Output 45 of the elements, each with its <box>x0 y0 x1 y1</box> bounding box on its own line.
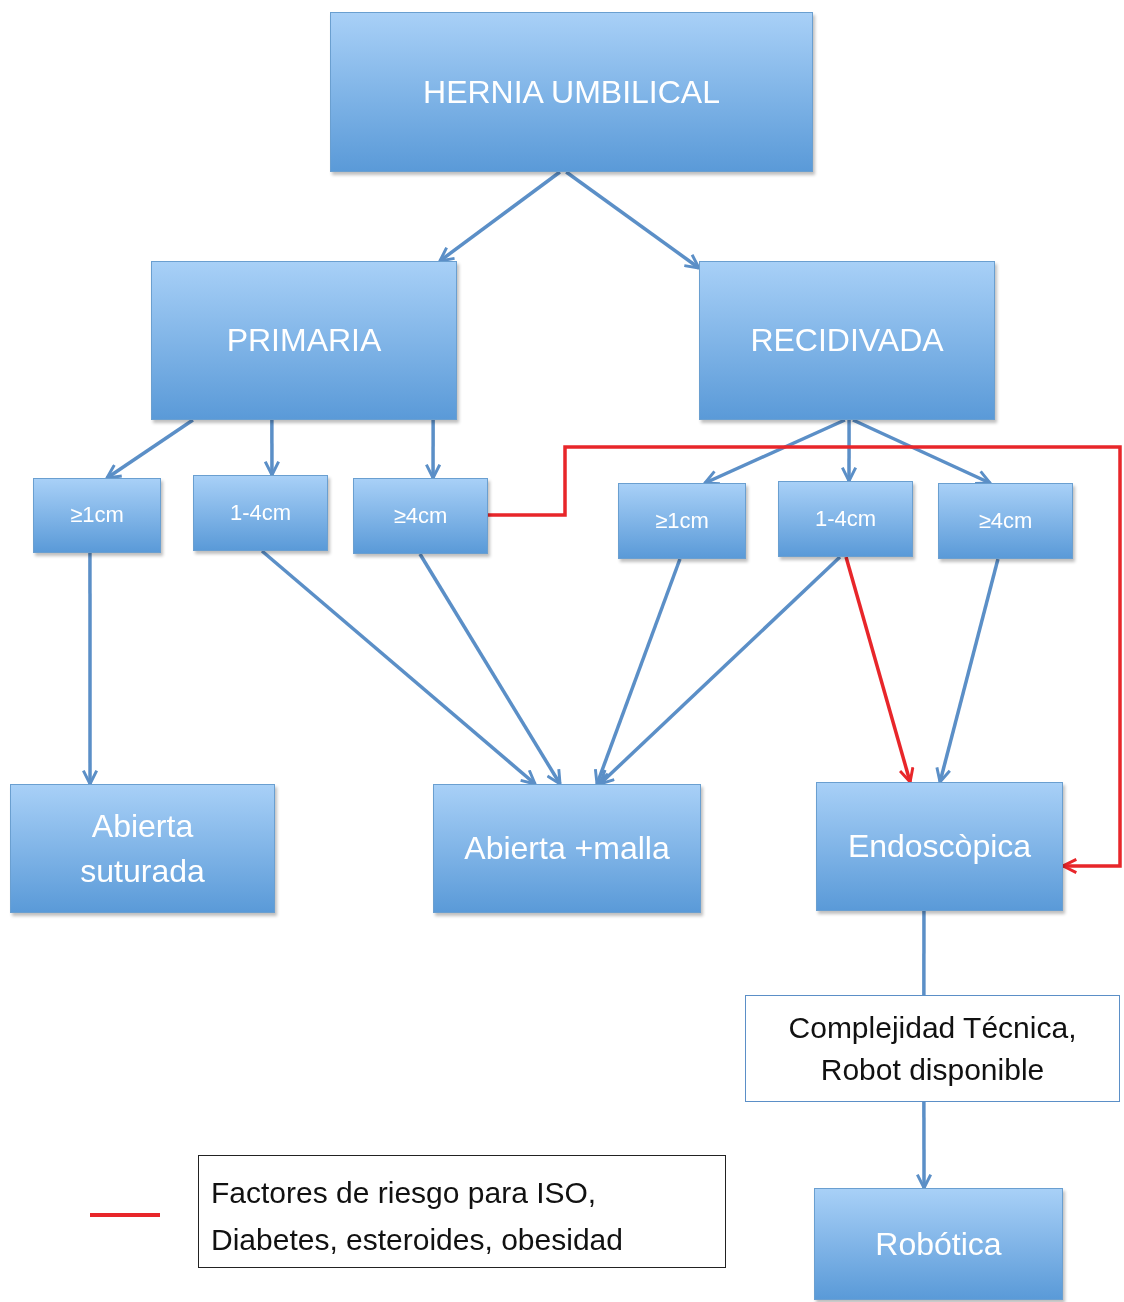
node-label: Endoscòpica <box>847 827 1032 867</box>
process-box <box>193 475 328 551</box>
arrow <box>598 555 842 786</box>
arrow <box>935 558 1000 784</box>
process-box <box>618 483 746 559</box>
arrow <box>840 420 858 483</box>
arrow <box>565 170 701 270</box>
arrow <box>593 558 682 786</box>
node-label: RECIDIVADA <box>750 321 944 361</box>
node-label: PRIMARIA <box>226 321 382 361</box>
process-box <box>778 481 913 557</box>
process-box <box>33 478 161 553</box>
arrow <box>915 1102 933 1190</box>
process-box <box>151 261 457 420</box>
arrow <box>105 418 194 480</box>
node-label: 1-4cm <box>229 498 292 527</box>
node-label: Abierta suturada <box>79 806 206 891</box>
process-box <box>699 261 995 420</box>
process-box <box>10 784 275 913</box>
process-box <box>814 1188 1063 1300</box>
arrow <box>488 445 1122 875</box>
arrow <box>263 420 281 477</box>
node-label: Robótica <box>875 1224 1002 1264</box>
arrow <box>424 420 442 480</box>
node-label: Complejidad Técnica, Robot disponible <box>787 1009 1078 1088</box>
arrow <box>438 170 561 263</box>
arrow <box>418 553 562 786</box>
process-box <box>433 784 701 913</box>
node-label: ≥1cm <box>70 501 124 530</box>
process-box <box>353 478 488 554</box>
legend-text: Factores de riesgo para ISO, Diabetes, esteroides, obesidad <box>198 1155 726 1268</box>
arrow <box>844 556 915 784</box>
note-box <box>745 995 1120 1102</box>
process-box <box>816 782 1063 911</box>
node-label: ≥1cm <box>655 506 709 535</box>
arrow <box>852 418 992 485</box>
node-label: ≥4cm <box>393 501 448 530</box>
process-box <box>938 483 1073 559</box>
node-label: 1-4cm <box>814 504 877 533</box>
node-label: ≥4cm <box>978 506 1033 535</box>
process-box <box>330 12 813 172</box>
arrow <box>81 553 99 786</box>
arrow <box>260 549 537 786</box>
node-label: Abierta +malla <box>464 829 670 869</box>
node-label: HERNIA UMBILICAL <box>423 72 720 112</box>
